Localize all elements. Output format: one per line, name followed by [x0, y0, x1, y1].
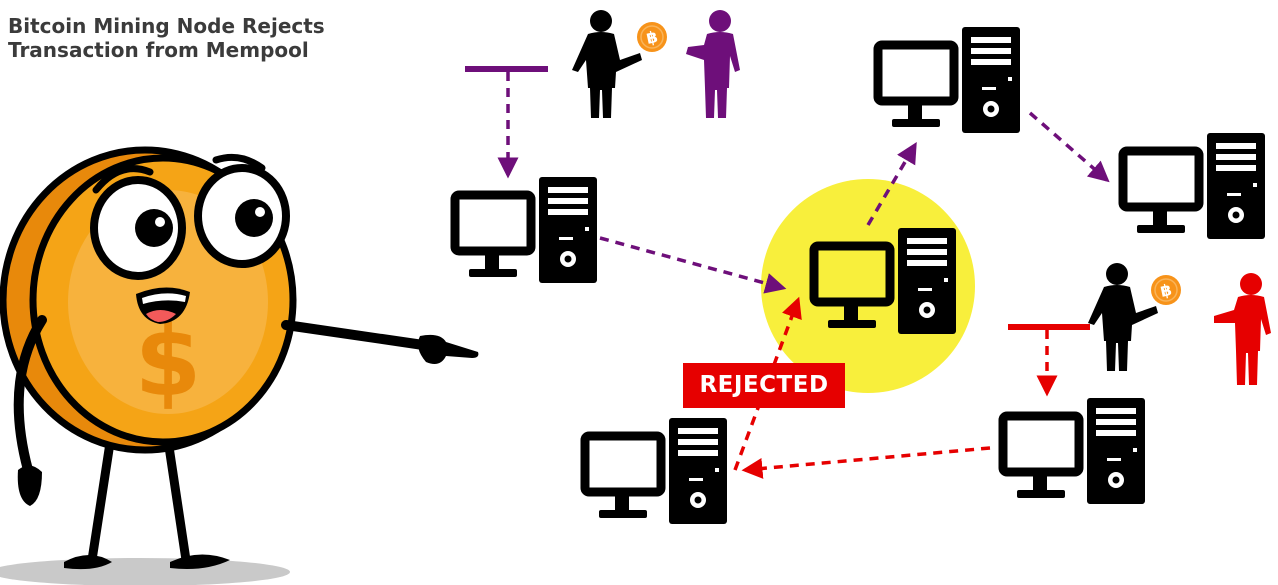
computer-icon-node-left	[455, 177, 597, 283]
person-icon-receiver-bottom	[1214, 273, 1271, 385]
coin-symbol: $	[135, 306, 202, 418]
arrow-top-to-right	[1028, 111, 1110, 183]
red-transaction-arrows	[733, 296, 1090, 479]
person-icon-receiver-top	[686, 10, 740, 118]
person-icon-sender-bottom	[1088, 263, 1158, 371]
person-icon-sender-top	[572, 10, 642, 118]
arrow-node1-to-miner	[599, 236, 787, 294]
mascot-shadow	[0, 558, 290, 585]
mascot-coin-character: $	[0, 146, 479, 585]
purple-transaction-arrows	[465, 66, 1110, 294]
arrow-right-to-bottom-node	[741, 446, 991, 479]
rejected-label: REJECTED	[683, 363, 845, 408]
mascot-eyes	[90, 164, 290, 280]
computer-icon-node-bottom-left	[585, 418, 727, 524]
page-title: Bitcoin Mining Node Rejects Transaction …	[8, 14, 325, 62]
title-line-1: Bitcoin Mining Node Rejects	[8, 14, 325, 38]
arrow-bottom-to-miner	[733, 296, 802, 471]
computer-icon-node-bottom-right	[1003, 398, 1145, 504]
bitcoin-coin-icon-top	[636, 21, 668, 53]
computer-icon-node-right	[1123, 133, 1265, 239]
computer-icon-node-top	[878, 27, 1020, 133]
bitcoin-coin-icon-bottom	[1150, 274, 1182, 306]
title-line-2: Transaction from Mempool	[8, 38, 309, 62]
